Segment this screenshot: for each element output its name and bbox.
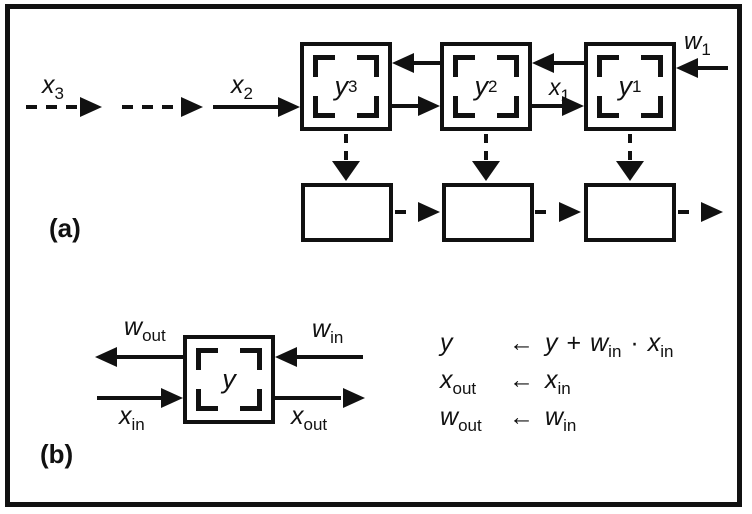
- a-x2-line: [213, 105, 279, 109]
- signal-label-w-in: win: [312, 315, 344, 347]
- a-out-dash-exit: [678, 210, 696, 214]
- a-x-arrowhead-2-icon: [181, 97, 203, 117]
- a-w-arrowhead-y3-icon: [392, 53, 414, 73]
- a-out-arrowhead-2-icon: [559, 202, 581, 222]
- eq3-lhs: wout: [440, 403, 482, 435]
- figure-border: [5, 4, 742, 507]
- a-down-arrowhead-y1-icon: [616, 161, 644, 181]
- eq2-arrow-icon: ←: [509, 366, 534, 394]
- bracket-corner-icon: [313, 55, 335, 77]
- signal-label-x-out: xout: [291, 402, 328, 434]
- signal-label-w1: w1: [684, 28, 711, 59]
- bracket-corner-icon: [357, 96, 379, 118]
- a-down-dash-y3: [344, 134, 348, 161]
- a-x-arrowhead-y2-icon: [418, 96, 440, 116]
- a-w-line-y1-to-y2: [554, 61, 584, 65]
- a-lower-box-1: [301, 183, 393, 242]
- a-lower-box-3: [584, 183, 676, 242]
- signal-label-x2: x2: [231, 71, 253, 103]
- cell-y-label: y: [222, 364, 236, 394]
- signal-label-x-in: xin: [119, 402, 145, 434]
- a-w1-line: [698, 66, 728, 70]
- a-w-arrowhead-y2-icon: [532, 53, 554, 73]
- bracket-corner-icon: [453, 55, 475, 77]
- cell-y: y: [183, 335, 275, 424]
- b-wout-arrowhead-icon: [95, 347, 117, 367]
- eq2-lhs: xout: [440, 366, 477, 398]
- b-xin-line: [97, 396, 161, 400]
- a-out-arrowhead-1-icon: [418, 202, 440, 222]
- bracket-corner-icon: [641, 96, 663, 118]
- b-xout-line: [273, 396, 341, 400]
- b-win-arrowhead-icon: [275, 347, 297, 367]
- bracket-corner-icon: [597, 96, 619, 118]
- a-w1-arrowhead-icon: [676, 58, 698, 78]
- eq2-rhs: xin: [545, 366, 571, 398]
- a-x3-dash-line: [26, 105, 78, 109]
- bracket-corner-icon: [240, 348, 262, 370]
- bracket-corner-icon: [196, 389, 218, 411]
- b-wout-line: [117, 355, 183, 359]
- eq3-arrow-icon: ←: [509, 403, 534, 431]
- bracket-corner-icon: [497, 96, 519, 118]
- signal-label-x1: x1: [549, 74, 570, 105]
- a-x1-arrowhead-icon: [562, 96, 584, 116]
- bracket-corner-icon: [196, 348, 218, 370]
- panel-a-label: (a): [49, 213, 81, 243]
- a-x1-line: [532, 104, 564, 108]
- b-xout-arrowhead-icon: [343, 388, 365, 408]
- a-out-dash-1: [395, 210, 413, 214]
- b-xin-arrowhead-icon: [161, 388, 183, 408]
- a-out-dash-2: [535, 210, 553, 214]
- bracket-corner-icon: [313, 96, 335, 118]
- eq1-arrow-icon: ←: [509, 329, 534, 357]
- a-down-dash-y1: [628, 134, 632, 161]
- bracket-corner-icon: [597, 55, 619, 77]
- bracket-corner-icon: [240, 389, 262, 411]
- a-x2-arrowhead-icon: [278, 97, 300, 117]
- signal-label-w-out: wout: [124, 313, 166, 345]
- a-x-dash-line-2: [122, 105, 178, 109]
- bracket-corner-icon: [453, 96, 475, 118]
- a-down-arrowhead-y2-icon: [472, 161, 500, 181]
- a-lower-box-2: [442, 183, 534, 242]
- bracket-corner-icon: [641, 55, 663, 77]
- signal-label-x3: x3: [42, 71, 64, 103]
- a-w-line-y2-to-y3: [414, 61, 440, 65]
- bracket-corner-icon: [497, 55, 519, 77]
- a-out-arrowhead-exit-icon: [701, 202, 723, 222]
- eq3-rhs: win: [545, 403, 577, 435]
- eq1-rhs: y+win·xin: [545, 329, 674, 361]
- a-down-arrowhead-y3-icon: [332, 161, 360, 181]
- eq1-lhs: y: [440, 329, 453, 357]
- b-win-line: [297, 355, 363, 359]
- panel-b-label: (b): [40, 439, 74, 469]
- a-down-dash-y2: [484, 134, 488, 161]
- bracket-corner-icon: [357, 55, 379, 77]
- a-x-line-y3-to-y2: [392, 104, 418, 108]
- cell-update-equations: y ← y+win·xin xout ← xin wout ← win: [440, 329, 673, 440]
- a-x3-arrowhead-icon: [80, 97, 102, 117]
